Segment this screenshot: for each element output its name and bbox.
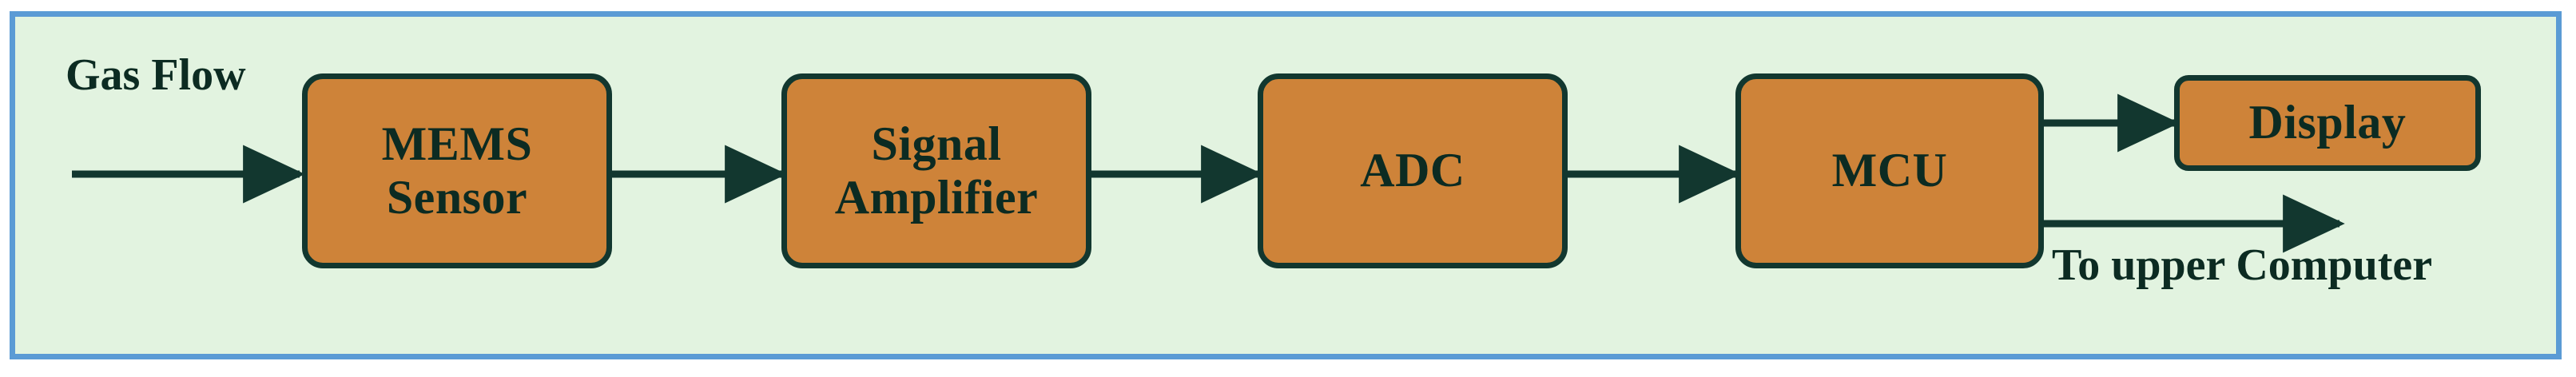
block-label-adc: ADC [1360,144,1465,197]
block-adc[interactable]: ADC [1258,73,1568,268]
block-label-mcu: MCU [1831,144,1948,197]
to-upper-computer-label: To upper Computer [2052,240,2433,290]
block-label-display: Display [2248,96,2407,149]
block-mcu[interactable]: MCU [1735,73,2044,268]
block-display[interactable]: Display [2174,75,2481,171]
gas-flow-label: Gas Flow [66,50,246,100]
